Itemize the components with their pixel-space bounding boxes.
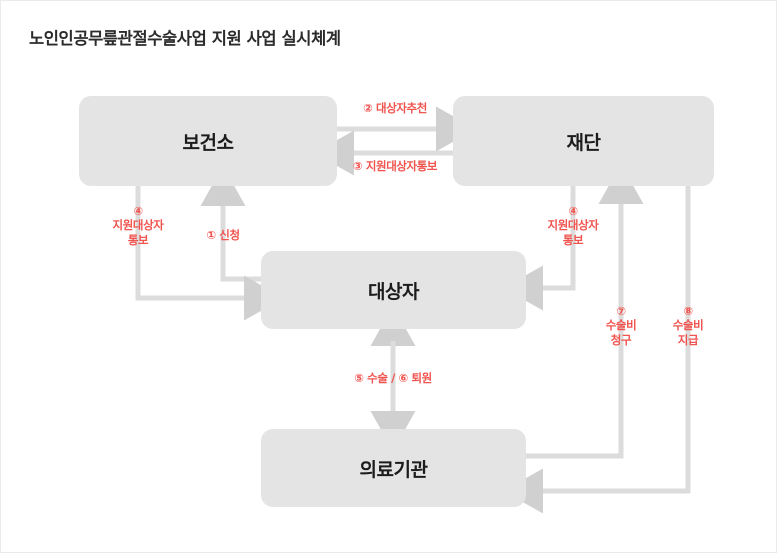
node-medical-institution-label: 의료기관 bbox=[359, 458, 428, 481]
node-beneficiary-label: 대상자 bbox=[368, 280, 419, 303]
edge-path-step-4-left bbox=[135, 186, 284, 321]
edge-path-step-4-right bbox=[503, 186, 576, 311]
node-health-center[interactable]: 보건소 bbox=[79, 96, 337, 186]
node-beneficiary[interactable]: 대상자 bbox=[261, 251, 526, 329]
edge-label-step-3: ③ 지원대상자통보 bbox=[352, 159, 438, 173]
node-foundation[interactable]: 재단 bbox=[453, 96, 714, 186]
edge-label-step-1: ① 신청 bbox=[206, 228, 240, 242]
edge-path-step-8 bbox=[503, 186, 691, 514]
edge-label-step-8: ⑧ 수술비 지급 bbox=[672, 304, 704, 347]
node-medical-institution[interactable]: 의료기관 bbox=[261, 429, 526, 507]
edge-label-step-2: ② 대상자추천 bbox=[363, 101, 427, 115]
edge-label-step-4-right: ④ 지원대상자 통보 bbox=[547, 204, 599, 247]
edge-label-step-7: ⑦ 수술비 청구 bbox=[605, 304, 637, 347]
node-health-center-label: 보건소 bbox=[182, 131, 234, 154]
edge-path-step-7 bbox=[526, 164, 644, 459]
node-foundation-label: 재단 bbox=[566, 131, 601, 154]
page-title: 노인인공무릎관절수술사업 지원 사업 실시체계 bbox=[29, 29, 341, 48]
edge-label-step-5-6: ⑤ 수술 / ⑥ 퇴원 bbox=[354, 371, 432, 385]
edge-label-step-4-left: ④ 지원대상자 통보 bbox=[112, 204, 164, 247]
